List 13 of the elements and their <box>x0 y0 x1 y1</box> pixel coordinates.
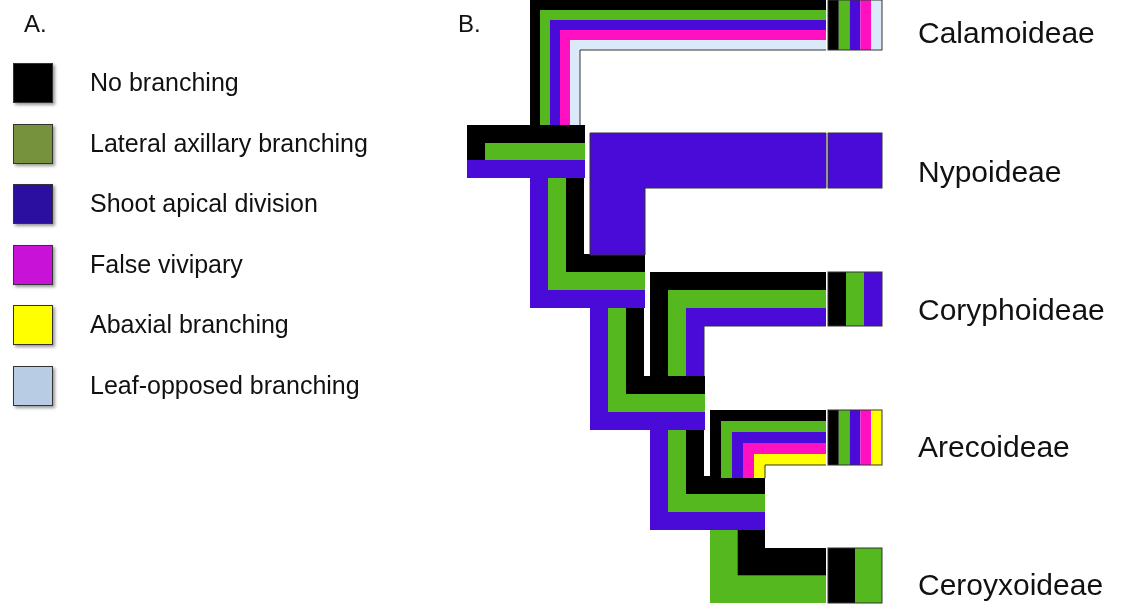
clade-label: Calamoideae <box>918 16 1095 50</box>
clade-label: Nypoideae <box>918 155 1062 189</box>
panel-label: A. <box>24 10 47 38</box>
legend-label: False vivipary <box>90 249 243 279</box>
clade-label: Ceroyxoideae <box>918 568 1104 602</box>
clade-label: Arecoideae <box>918 430 1070 464</box>
legend-label: Abaxial branching <box>90 310 289 340</box>
legend-label: Lateral axillary branching <box>90 128 368 158</box>
legend-label: Shoot apical division <box>90 189 318 219</box>
panel-label: B. <box>458 10 481 38</box>
legend-label: Leaf-opposed branching <box>90 371 360 400</box>
clade-label: Coryphoideae <box>918 293 1105 327</box>
legend-label: No branching <box>90 68 239 97</box>
